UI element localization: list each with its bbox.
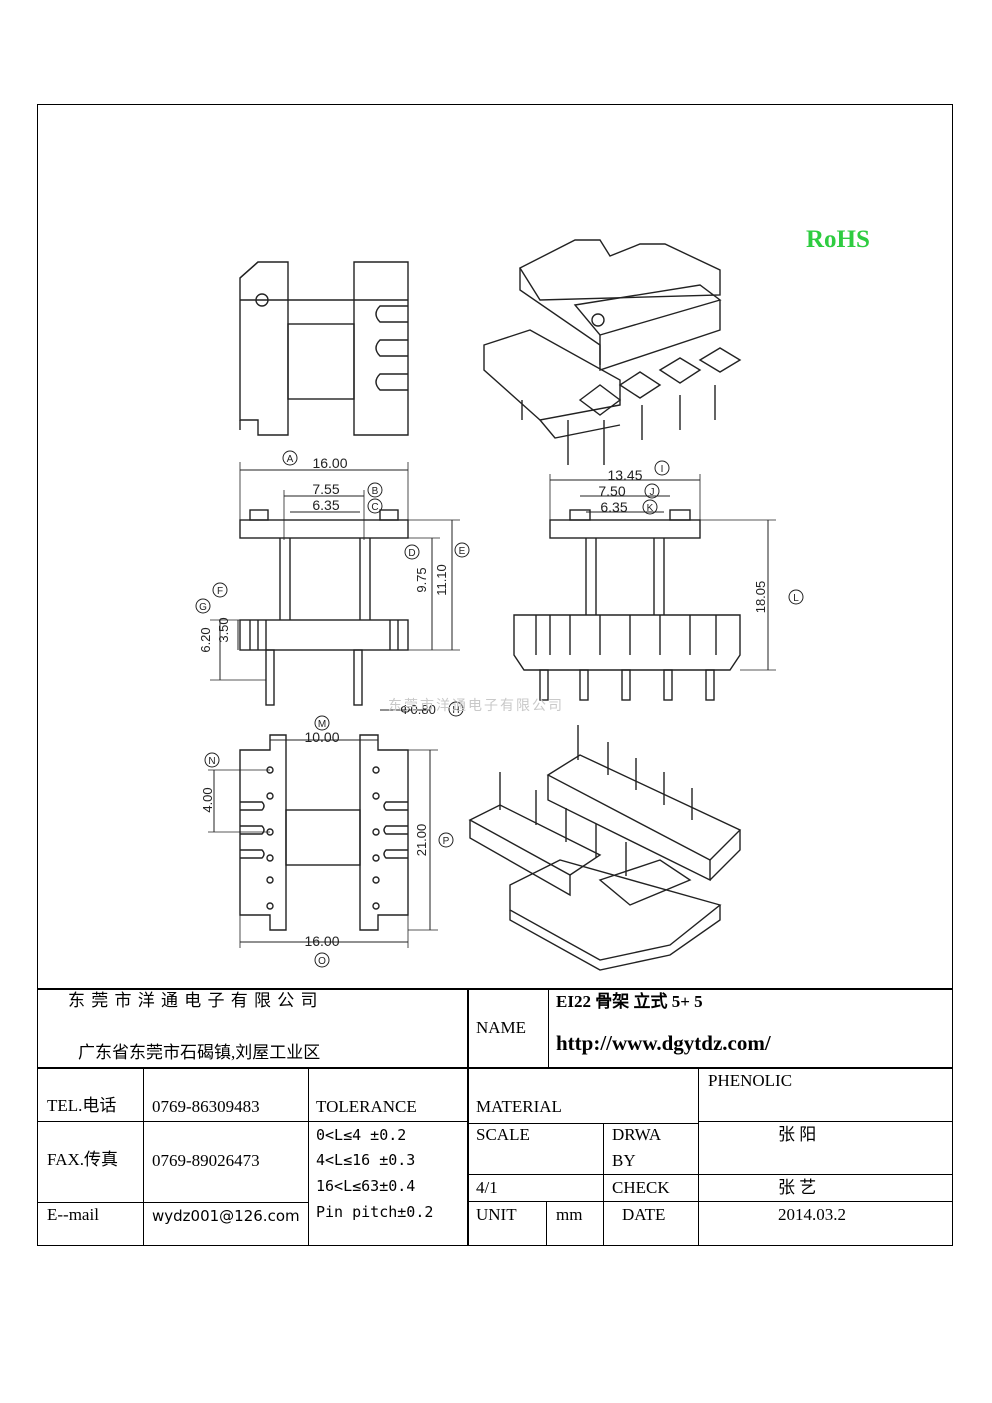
dim-letter-k: K [647, 503, 654, 514]
dim-letter-l: L [793, 593, 799, 604]
material-label: MATERIAL [476, 1097, 562, 1116]
dim-letter-f: F [217, 586, 223, 597]
company-website[interactable]: http://www.dgytdz.com/ [556, 1031, 771, 1055]
dim-letter-m: M [318, 719, 326, 730]
side-view-right [513, 474, 776, 701]
front-view-left [210, 462, 460, 711]
dimension-labels: A 16.00 B 7.55 C 6.35 D 9.75 E 11.10 F G… [195, 450, 804, 968]
rohs-logo: RoHS [806, 226, 870, 253]
dim-value-o: 16.00 [304, 933, 339, 949]
drawn-by-value: 张 阳 [778, 1125, 817, 1144]
email-value[interactable]: wydz001@126.com [152, 1207, 300, 1225]
dim-letter-c: C [371, 502, 378, 513]
dim-letter-b: B [372, 486, 379, 497]
technical-drawing: A 16.00 B 7.55 C 6.35 D 9.75 E 11.10 F G… [195, 239, 804, 971]
tel-value: 0769-86309483 [152, 1097, 260, 1116]
unit-value: mm [556, 1205, 583, 1224]
dim-value-e: 11.10 [434, 564, 449, 596]
tolerance-label: TOLERANCE [316, 1097, 417, 1116]
dim-value-a: 16.00 [312, 455, 347, 471]
date-value: 2014.03.2 [778, 1205, 846, 1224]
drawn-by-label-1: DRWA [612, 1125, 662, 1144]
dim-value-k: 6.35 [600, 499, 627, 515]
dim-value-p: 21.00 [414, 824, 429, 857]
dim-value-n: 4.00 [200, 787, 215, 812]
dim-letter-o: O [318, 956, 326, 967]
isometric-view-top [483, 239, 742, 465]
company-address: 广东省东莞市石碣镇,刘屋工业区 [78, 1043, 321, 1062]
part-name: EI22 骨架 立式 5+ 5 [556, 992, 703, 1011]
tel-label: TEL.电话 [47, 1096, 117, 1115]
bottom-view [208, 734, 438, 948]
scale-value: 4/1 [476, 1178, 498, 1197]
drawing-sheet [37, 104, 953, 1246]
dim-letter-i: I [661, 464, 664, 475]
check-label: CHECK [612, 1178, 670, 1197]
tolerance-row-1: 0<L≤4 ±0.2 [316, 1126, 407, 1144]
company-watermark: 东莞市洋通电子有限公司 [388, 698, 564, 714]
dim-value-c: 6.35 [312, 497, 339, 513]
dim-letter-e: E [459, 546, 466, 557]
dim-value-h: Φ0.80 [400, 702, 436, 717]
drawn-by-label-2: BY [612, 1151, 636, 1170]
unit-label: UNIT [476, 1205, 517, 1224]
dim-letter-h: H [452, 705, 459, 716]
dim-value-d: 9.75 [414, 567, 429, 592]
tolerance-row-4: Pin pitch±0.2 [316, 1203, 434, 1221]
isometric-view-bottom [468, 725, 742, 971]
email-label: E--mail [47, 1205, 99, 1224]
dim-letter-d: D [408, 548, 415, 559]
dim-letter-a: A [287, 454, 294, 465]
fax-value: 0769-89026473 [152, 1151, 260, 1170]
company-name: 东 莞 市 洋 通 电 子 有 限 公 司 [68, 991, 319, 1010]
dim-value-g: 6.20 [198, 627, 213, 652]
dim-letter-j: J [650, 487, 655, 498]
name-label: NAME [476, 1018, 527, 1037]
tolerance-row-3: 16<L≤63±0.4 [316, 1177, 416, 1195]
material-value: PHENOLIC [708, 1071, 793, 1090]
dim-value-j: 7.50 [598, 483, 625, 499]
dim-letter-p: P [443, 836, 450, 847]
fax-label: FAX.传真 [47, 1150, 118, 1169]
tolerance-row-2: 4<L≤16 ±0.3 [316, 1151, 416, 1169]
dim-value-f: 3.50 [216, 617, 231, 642]
scale-label: SCALE [476, 1125, 530, 1144]
checked-by-value: 张 艺 [778, 1178, 817, 1197]
top-view [239, 261, 409, 436]
dim-value-l: 18.05 [753, 581, 768, 614]
dim-letter-g: G [199, 602, 207, 613]
dim-value-b: 7.55 [312, 481, 339, 497]
dim-letter-n: N [208, 756, 215, 767]
dim-value-m: 10.00 [304, 729, 339, 745]
date-label: DATE [622, 1205, 666, 1224]
dim-value-i: 13.45 [607, 467, 642, 483]
